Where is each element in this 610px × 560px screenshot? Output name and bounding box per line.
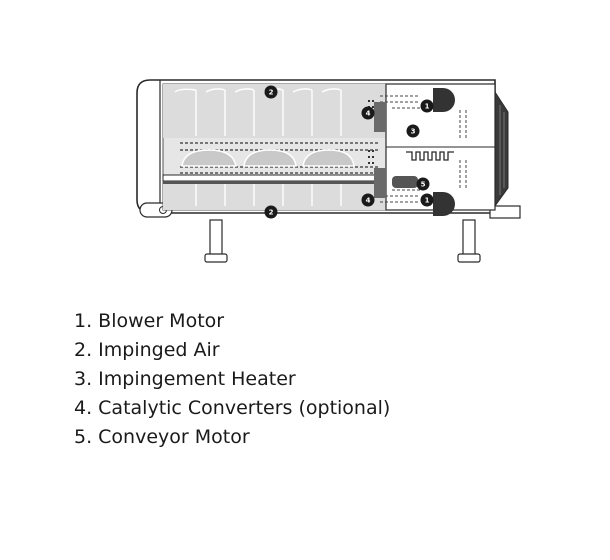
oven-cutaway-diagram: 1 1 2 2 3 4 4 5 [136,79,521,263]
legend-item-conveyor-motor: 5. Conveyor Motor [74,426,250,448]
svg-text:4: 4 [366,197,371,205]
svg-text:4: 4 [366,110,371,118]
marker-4-top: 4 [361,106,375,120]
legend-item-blower-motor: 1. Blower Motor [74,310,225,332]
svg-text:2: 2 [269,89,274,97]
blower-motor-bottom [433,192,455,216]
marker-5: 5 [416,177,430,191]
marker-3: 3 [406,124,420,138]
svg-text:3: 3 [411,128,416,136]
legend-item-impingement-heater: 3. Impingement Heater [74,368,296,390]
catalytic-converter-bottom [374,168,386,198]
svg-text:1: 1 [425,103,430,111]
svg-text:1: 1 [425,197,430,205]
marker-2-bottom: 2 [264,205,278,219]
blower-motor-top [433,88,455,112]
machine-compartment [374,83,496,216]
diagram-legend: 1. Blower Motor 2. Impinged Air 3. Impin… [74,307,390,452]
svg-text:2: 2 [269,209,274,217]
legend-item-catalytic-converters: 4. Catalytic Converters (optional) [74,397,391,419]
marker-2-top: 2 [264,85,278,99]
oven-legs [204,219,481,263]
legend-item-impinged-air: 2. Impinged Air [74,339,220,361]
conveyor-motor [392,176,418,188]
marker-1-bottom: 1 [420,193,434,207]
marker-4-bottom: 4 [361,193,375,207]
heater-coil [406,151,454,161]
catalytic-converter-top [374,102,386,132]
svg-text:5: 5 [421,181,426,189]
marker-1-top: 1 [420,99,434,113]
